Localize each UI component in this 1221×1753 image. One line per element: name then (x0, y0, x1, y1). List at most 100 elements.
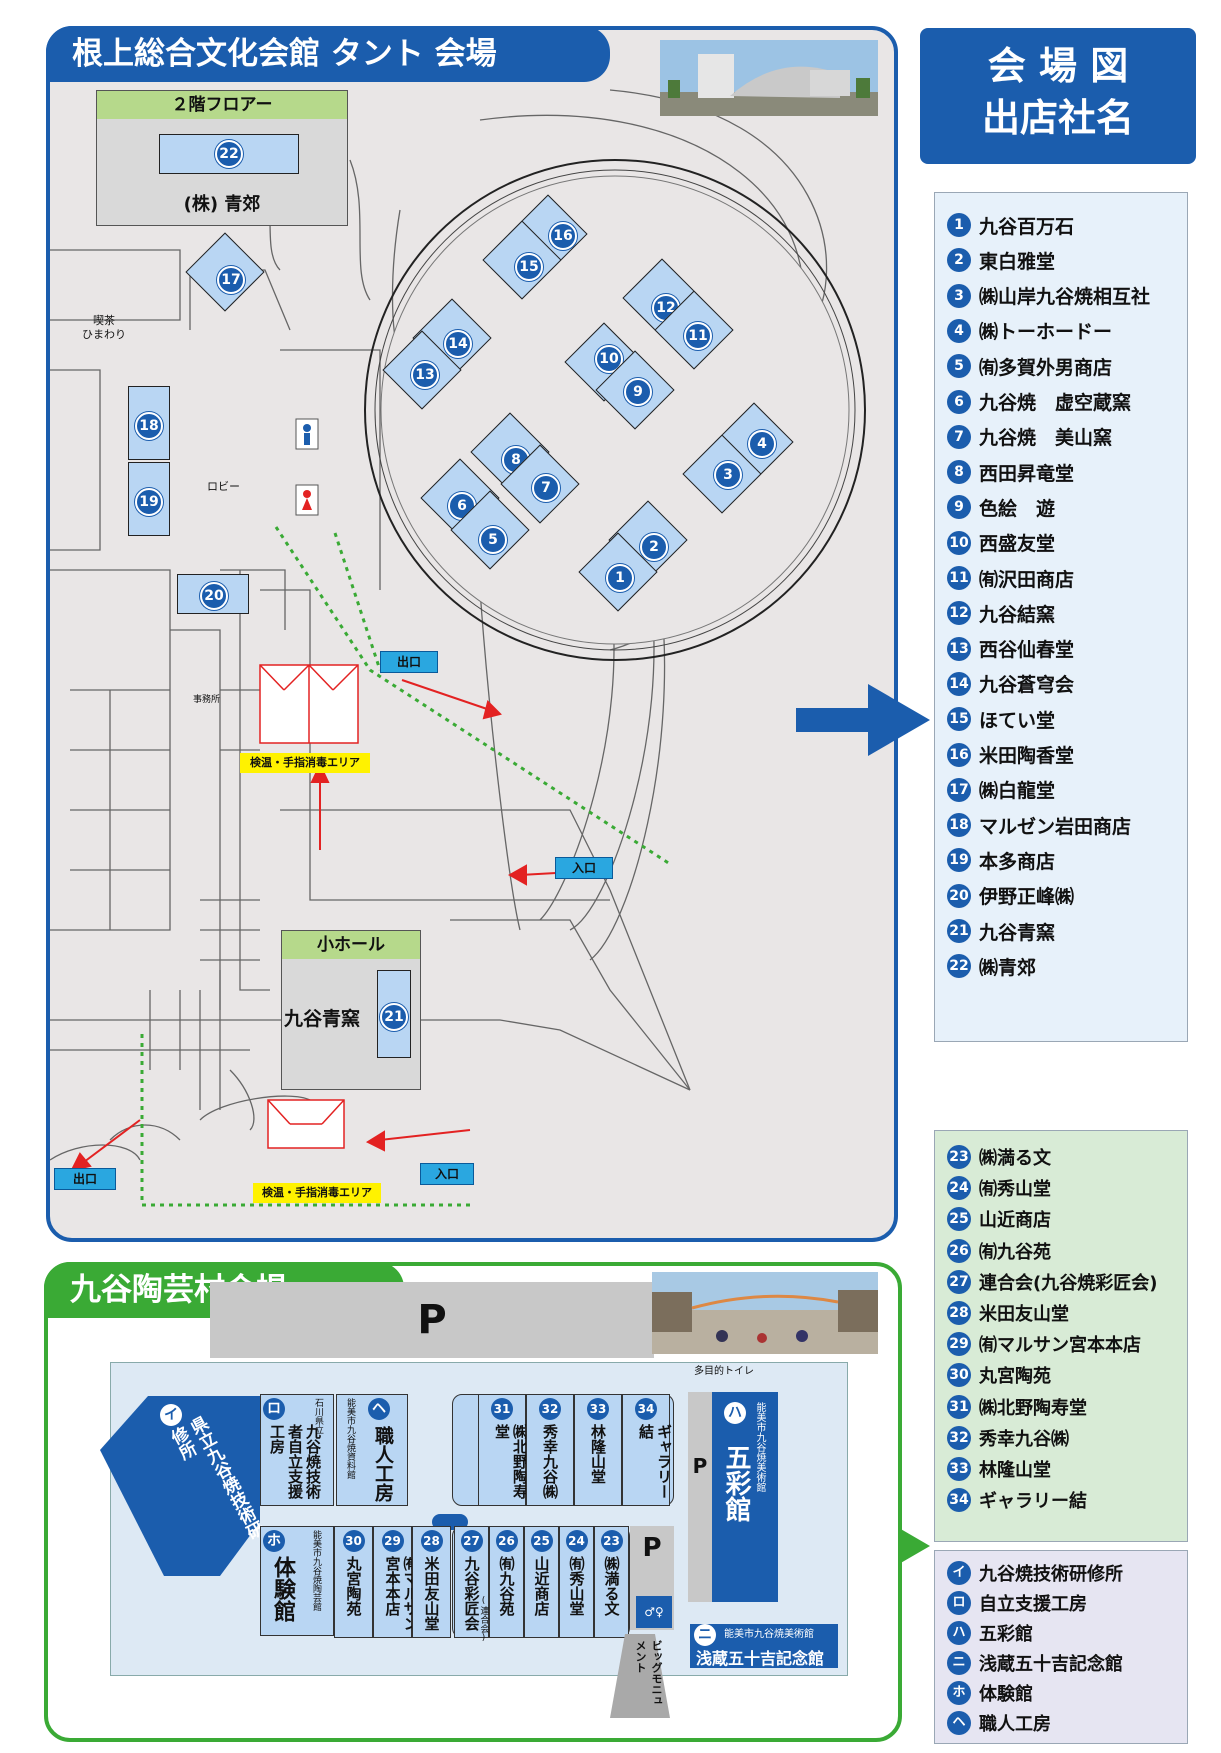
legend-item-3: 3㈱山岸九谷焼相互社 (947, 282, 1150, 310)
venue2-booth-name-26: ㈲九谷苑 (497, 1556, 516, 1616)
booth-number-7: 7 (532, 474, 560, 502)
legend-kana-0: イ (947, 1561, 971, 1585)
venue2-booth-number-25: 25 (530, 1530, 553, 1552)
venue2-booth-number-28: 28 (420, 1530, 443, 1552)
booth-number-5: 5 (479, 526, 507, 554)
legend-number-12: 12 (947, 601, 971, 626)
map-header-line1: 会 場 図 (987, 44, 1129, 88)
legend-number-33: 33 (947, 1457, 971, 1481)
venue2-booth-number-23: 23 (600, 1530, 623, 1552)
legend-name-16: 米田陶香堂 (979, 745, 1075, 767)
legend-number-26: 26 (947, 1238, 971, 1263)
legend-name-12: 九谷結窯 (979, 603, 1056, 626)
legend-kana-3: ニ (947, 1651, 971, 1675)
booth-number-16: 16 (549, 222, 577, 250)
legend-buildings: イ九谷焼技術研修所ロ自立支援工房ハ五彩館ニ浅蔵五十吉記念館ホ体験館ヘ職人工房 (934, 1550, 1188, 1744)
booth-number-11: 11 (684, 322, 712, 350)
legend-name-1: 九谷百万石 (979, 215, 1075, 238)
toilet-icon: ♂♀ (636, 1596, 672, 1628)
legend-number-32: 32 (947, 1425, 971, 1450)
legend-number-7: 7 (947, 424, 971, 449)
legend-item-5: 5㈲多賀外男商店 (947, 352, 1112, 380)
legend-building-name-3: 浅蔵五十吉記念館 (979, 1654, 1123, 1675)
legend-number-24: 24 (947, 1176, 971, 1201)
legend-name-9: 色絵 遊 (979, 497, 1056, 520)
building-i-badge: イ (160, 1404, 182, 1426)
legend-name-28: 米田友山堂 (979, 1304, 1069, 1325)
legend-name-8: 西田昇竜堂 (979, 462, 1075, 485)
legend-name-17: ㈱白龍堂 (979, 780, 1056, 803)
legend-building-name-5: 職人工房 (979, 1714, 1051, 1735)
legend-name-11: ㈲沢田商店 (979, 568, 1075, 591)
legend-name-15: ほてい堂 (979, 709, 1056, 732)
route-dotted-line (274, 526, 671, 866)
legend-number-16: 16 (947, 742, 971, 767)
booth-number-13: 13 (411, 361, 439, 389)
building-ha[interactable] (712, 1392, 778, 1602)
map-header-line2: 出店社名 (981, 96, 1134, 140)
legend-number-5: 5 (947, 354, 971, 379)
legend-item-8: 8 西田昇竜堂 (947, 458, 1074, 486)
lobby-label: ロビー (207, 480, 240, 493)
venue2-booth-name-27: 九谷彩匠会 (462, 1556, 481, 1631)
legend-item-23: 23㈱満る文 (947, 1143, 1051, 1171)
legend-number-18: 18 (947, 813, 971, 838)
legend-name-20: 伊野正峰㈱ (979, 886, 1075, 909)
legend-number-23: 23 (947, 1145, 971, 1169)
sanitize-tag-1: 検温・手指消毒エリア (240, 753, 370, 773)
legend-name-26: ㈲九谷苑 (979, 1241, 1051, 1263)
booth-number-21: 21 (380, 1003, 408, 1031)
venue1-title: 根上総合文化会館 タント 会場 (46, 26, 610, 82)
legend-building-name-4: 体験館 (979, 1684, 1033, 1705)
venue2-booth-name-23: ㈱満る文 (602, 1556, 621, 1616)
legend-name-3: ㈱山岸九谷焼相互社 (979, 286, 1151, 309)
floor2-label: ２階フロアー (97, 91, 347, 119)
legend-number-9: 9 (947, 495, 971, 520)
legend-name-24: ㈲秀山堂 (979, 1179, 1051, 1201)
building-ro[interactable] (260, 1394, 334, 1506)
venue2-booth-number-32: 32 (539, 1398, 561, 1420)
legend-name-22: ㈱青郊 (979, 956, 1037, 979)
parking-strip-label: P (692, 1454, 708, 1478)
entrance-tag-1: 入口 (555, 857, 613, 879)
entrance-tag-2: 入口 (420, 1163, 474, 1185)
legend-building-4: ホ体験館 (947, 1679, 1033, 1707)
exit-tag-2: 出口 (54, 1168, 116, 1190)
booth-number-2: 2 (640, 533, 668, 561)
legend-item-32: 32 秀幸九谷㈱ (947, 1424, 1069, 1452)
legend-building-name-0: 九谷焼技術研修所 (979, 1564, 1123, 1585)
legend-kana-4: ホ (947, 1681, 971, 1705)
legend-number-21: 21 (947, 919, 971, 943)
toilet-label: 多目的トイレ (694, 1366, 754, 1377)
legend-number-31: 31 (947, 1394, 971, 1419)
legend-number-11: 11 (947, 566, 971, 590)
legend-name-4: ㈱トーホードー (979, 321, 1113, 344)
legend-name-32: 秀幸九谷㈱ (979, 1428, 1069, 1450)
legend-number-28: 28 (947, 1301, 971, 1325)
legend-number-8: 8 (947, 460, 971, 485)
venue1-building-photo (660, 40, 878, 116)
legend-number-1: 1 (947, 213, 971, 237)
exit-tag-1: 出口 (380, 651, 438, 673)
legend-number-19: 19 (947, 848, 971, 873)
legend-item-11: 11 ㈲沢田商店 (947, 564, 1074, 592)
legend-item-1: 1 九谷百万石 (947, 211, 1074, 239)
building-ho-badge: ホ (263, 1530, 285, 1552)
parking-right-label: P (642, 1533, 662, 1563)
legend-item-12: 12 九谷結窯 (947, 599, 1055, 627)
legend-building-0: イ九谷焼技術研修所 (947, 1559, 1123, 1587)
legend-name-31: ㈱北野陶寿堂 (979, 1397, 1087, 1419)
legend-name-13: 西谷仙春堂 (979, 639, 1075, 662)
legend-number-2: 2 (947, 248, 971, 273)
building-ha-badge: ハ (724, 1402, 746, 1424)
